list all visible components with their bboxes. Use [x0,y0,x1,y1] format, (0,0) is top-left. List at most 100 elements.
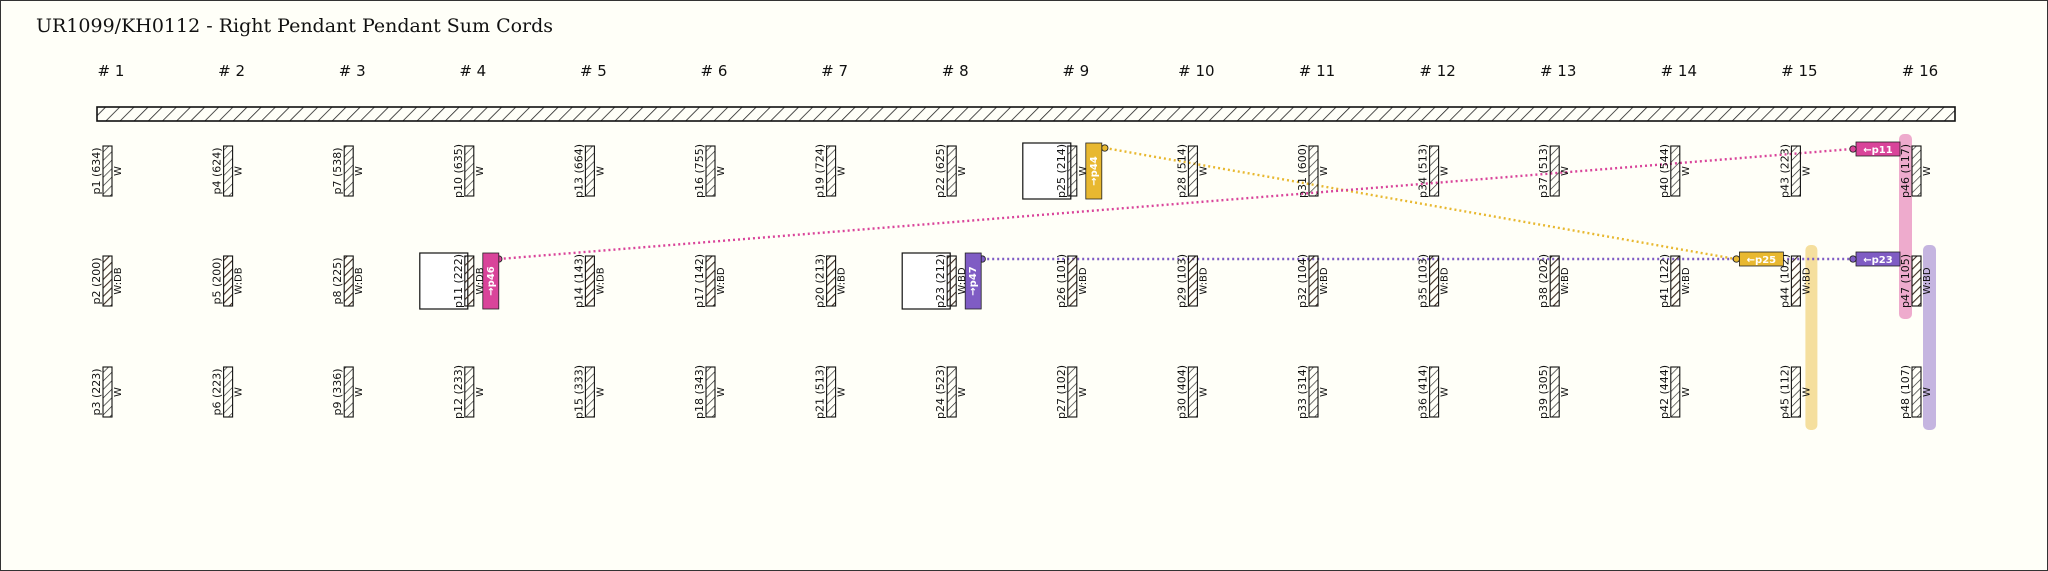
cord-strip [705,255,716,307]
pendant-cord: p18 (343) W [693,365,727,419]
pendant-cord: p32 (104) W:BD [1296,254,1330,308]
sum-target-label: ←p11 [1863,145,1892,156]
cord-color-code: W [1560,166,1571,176]
cord-color-code: W [716,166,727,176]
pendant-cord: p29 (103)W:BD [1175,254,1209,308]
pendant-cord: p2 (200)W:DB [90,255,124,307]
cord-label: p2 (200) [90,257,103,304]
cord-strip [1549,255,1560,307]
group-label: # 3 [339,62,366,80]
cord-strip [1790,145,1801,197]
cord-label: p48 (107) [1899,365,1912,419]
cord-strip [826,366,837,418]
cord-strip [1790,255,1801,307]
cord-label: p45 (112) [1778,365,1791,419]
cord-label: p8 (225) [331,257,344,304]
cord-strip [343,255,354,307]
cord-color-code: W [1078,166,1089,176]
pendant-cord: p40 (544)W [1658,144,1692,198]
sum-target-label: ←p25 [1747,255,1776,266]
cord-strip [1429,145,1440,197]
pendant-cord: p34 (513)W [1417,144,1451,198]
cord-strip [946,255,957,307]
pendant-cord: p46 (117)W [1899,144,1933,198]
sum-bar [1805,245,1818,430]
cord-label: p24 (523) [934,365,947,419]
cord-label: p14 (143) [572,254,585,308]
cord-strip [102,255,113,307]
cord-strip [1308,255,1319,307]
cord-color-code: W:BD [1319,267,1330,295]
cord-label: p34 (513) [1417,144,1430,198]
cord-color-code: W [1681,387,1692,397]
link-endpoint [1732,255,1741,263]
pendant-cord: p39 (305)W [1537,365,1571,419]
cord-label: p23 (212) [934,254,947,308]
cord-label: p37 (513) [1537,144,1550,198]
pendant-cord: p17 (142)W:BD [693,254,727,308]
group-label: # 13 [1540,62,1576,80]
group-label: # 11 [1299,62,1335,80]
pendant-cord: p47 (105)W:BD [1899,254,1933,308]
group-label: # 2 [218,62,245,80]
group-label: # 5 [580,62,607,80]
cord-color-code: W [113,166,124,176]
cord-label: p1 (634) [90,147,103,194]
cord-strip [343,366,354,418]
cord-label: p18 (343) [693,365,706,419]
group-label: # 15 [1781,62,1817,80]
cord-color-code: W [595,387,606,397]
cord-strip [464,255,475,307]
cord-strip [946,366,957,418]
pendant-cord: p21 (513)W [814,365,848,419]
cord-color-code: W [837,387,848,397]
primary-cord [96,106,1956,122]
cord-label: p40 (544) [1658,144,1671,198]
cord-color-code: W:BD [1922,267,1933,295]
pendant-cord: p20 (213)W:BD [814,254,848,308]
cord-strip [1067,255,1078,307]
cord-label: p27 (102) [1055,365,1068,419]
cord-label: p44 (102) [1778,254,1791,308]
cord-label: p32 (104) [1296,254,1309,308]
sum-tag-label: →p44 [1089,156,1100,185]
sum-tag-box [964,252,982,310]
cord-color-code: W:DB [354,267,365,294]
pendant-cord: p4 (624)W [211,145,245,197]
cord-label: p7 (538) [331,147,344,194]
sum-tag-box [1085,142,1103,200]
cord-color-code: W:DB [234,267,245,294]
cord-strip [102,366,113,418]
pendant-cord: p42 (444)W [1658,365,1692,419]
cord-color-code: W [1319,166,1330,176]
pendant-cord: p45 (112)W [1778,365,1812,419]
cord-color-code: W [354,166,365,176]
sum-target-label: ←p23 [1863,255,1892,266]
cord-color-code: W [234,166,245,176]
cord-color-code: W [1560,387,1571,397]
cord-color-code: W [1922,166,1933,176]
pendant-cord: p8 (225) W:DB [331,255,365,307]
pendant-cord: p26 (101)W:BD [1055,254,1089,308]
cord-color-code: W [1801,166,1812,176]
group-label: # 1 [98,62,125,80]
cord-color-code: W [1922,387,1933,397]
pendant-cord: p37 (513) W [1537,144,1571,198]
pendant-cord: p25 (214)W→p44 [1022,142,1103,200]
cord-label: p12 (233) [452,365,465,419]
pendant-cord: p7 (538) W [331,145,365,197]
cord-highlight-box [901,252,951,310]
cord-label: p29 (103) [1175,254,1188,308]
cord-strip [1911,366,1922,418]
cord-strip [1187,145,1198,197]
cord-color-code: W:BD [1681,267,1692,295]
cord-color-code: W [716,387,727,397]
cord-strip [1911,255,1922,307]
cord-label: p36 (414) [1417,365,1430,419]
pendant-cord: p23 (212)W:BD→p47 [901,252,982,310]
cord-color-code: W [595,166,606,176]
pendant-cord: p22 (625)W [934,144,968,198]
cord-color-code: W [837,166,848,176]
cord-strip [1308,145,1319,197]
